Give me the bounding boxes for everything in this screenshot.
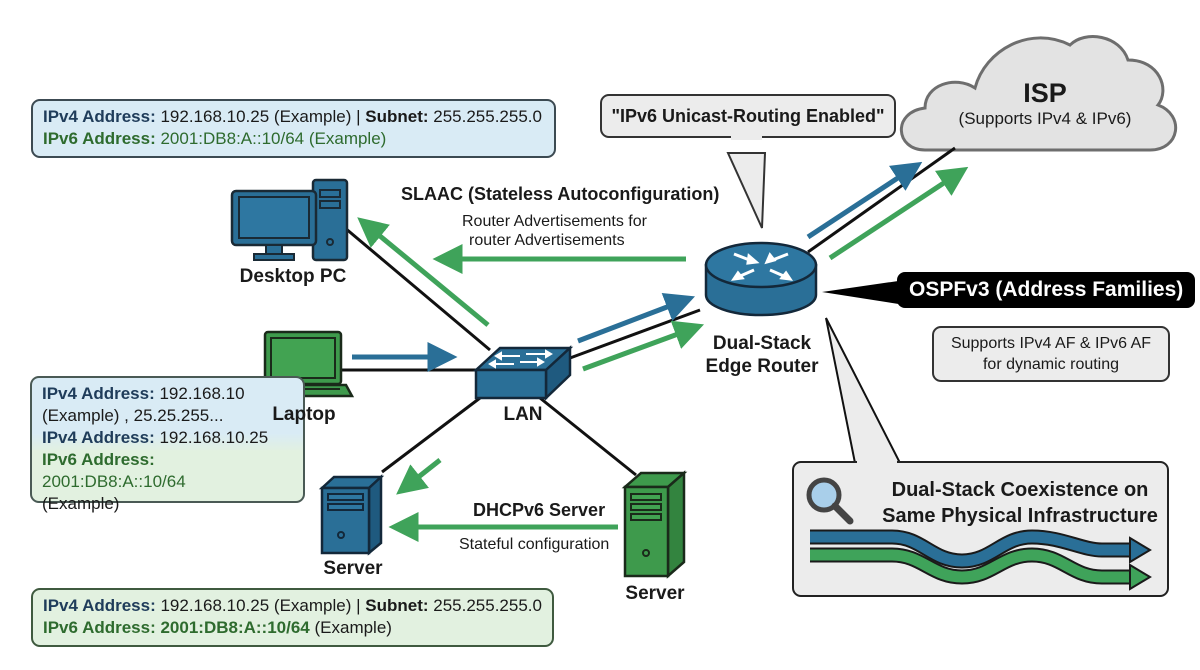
desktop-pc-icon[interactable] [230,178,349,262]
info-line-ipv6: IPv6 Address: 2001:DB8:A::10/64 (Example… [43,129,387,148]
server-left-label: Server [323,558,383,579]
switch-icon[interactable] [472,345,574,401]
flow-arrows [352,161,969,542]
coexistence-title: Dual-Stack Coexistence on Same Physical … [882,479,1158,527]
ipv6-arrow-switch-to-desktop [357,217,490,327]
coexistence-callout: Dual-Stack Coexistence on Same Physical … [792,461,1169,597]
magnifier-icon [806,477,854,525]
server-right-label: Server [625,583,685,604]
laptop-label: Laptop [272,404,336,425]
unicast-callout-tail [726,152,767,229]
ospfv3-label: OSPFv3 (Address Families) [897,272,1196,308]
link-switch-server-left [381,396,481,474]
ipv4-arrow-switch-to-router [577,293,696,344]
router-icon[interactable] [704,241,818,317]
link-router-isp [807,146,956,254]
coexist-callout-tail [825,317,902,464]
info-box-laptop: IPv4 Address: 192.168.10 (Example) , 25.… [30,376,305,513]
slaac-title: SLAAC (Stateless Autoconfiguration) [401,184,720,204]
dhcpv6-title: DHCPv6 Server [473,500,606,520]
slaac-subtitle: Router Advertisements for router Adverti… [462,213,647,249]
isp-title: ISP [1023,78,1067,108]
server-left-icon[interactable] [318,474,385,556]
server-right-icon[interactable] [621,470,688,579]
info-line-ipv4: IPv4 Address: 192.168.10.25 (Example) | … [43,107,542,126]
info-box-server: IPv4 Address: 192.168.10.25 (Example) | … [31,588,554,647]
router-label: Dual-Stack Edge Router [705,333,819,377]
unicast-routing-callout: "IPv6 Unicast-Routing Enabled" [600,94,896,138]
ospf-callout-pointer [822,280,905,305]
link-switch-server-right [539,396,637,477]
info-box-desktop: IPv4 Address: 192.168.10.25 (Example) | … [31,99,556,158]
isp-subtitle: (Supports IPv4 & IPv6) [958,109,1132,128]
intertwined-streams-icon [810,529,1152,591]
ipv6-arrow-switch-to-server [396,458,442,495]
isp-label: ISP (Supports IPv4 & IPv6) [920,78,1170,130]
desktop-pc-label: Desktop PC [239,266,347,287]
isp-cloud-icon[interactable] [899,35,1177,152]
ospf-af-callout: Supports IPv4 AF & IPv6 AF for dynamic r… [932,326,1170,382]
ipv6-arrow-router-to-isp [828,166,969,261]
lan-label: LAN [503,404,543,425]
ipv4-arrow-router-to-isp [806,161,923,240]
link-desktop-switch [344,226,491,352]
dhcpv6-subtitle: Stateful configuration [459,536,610,553]
ipv6-arrow-switch-to-router [582,320,705,372]
